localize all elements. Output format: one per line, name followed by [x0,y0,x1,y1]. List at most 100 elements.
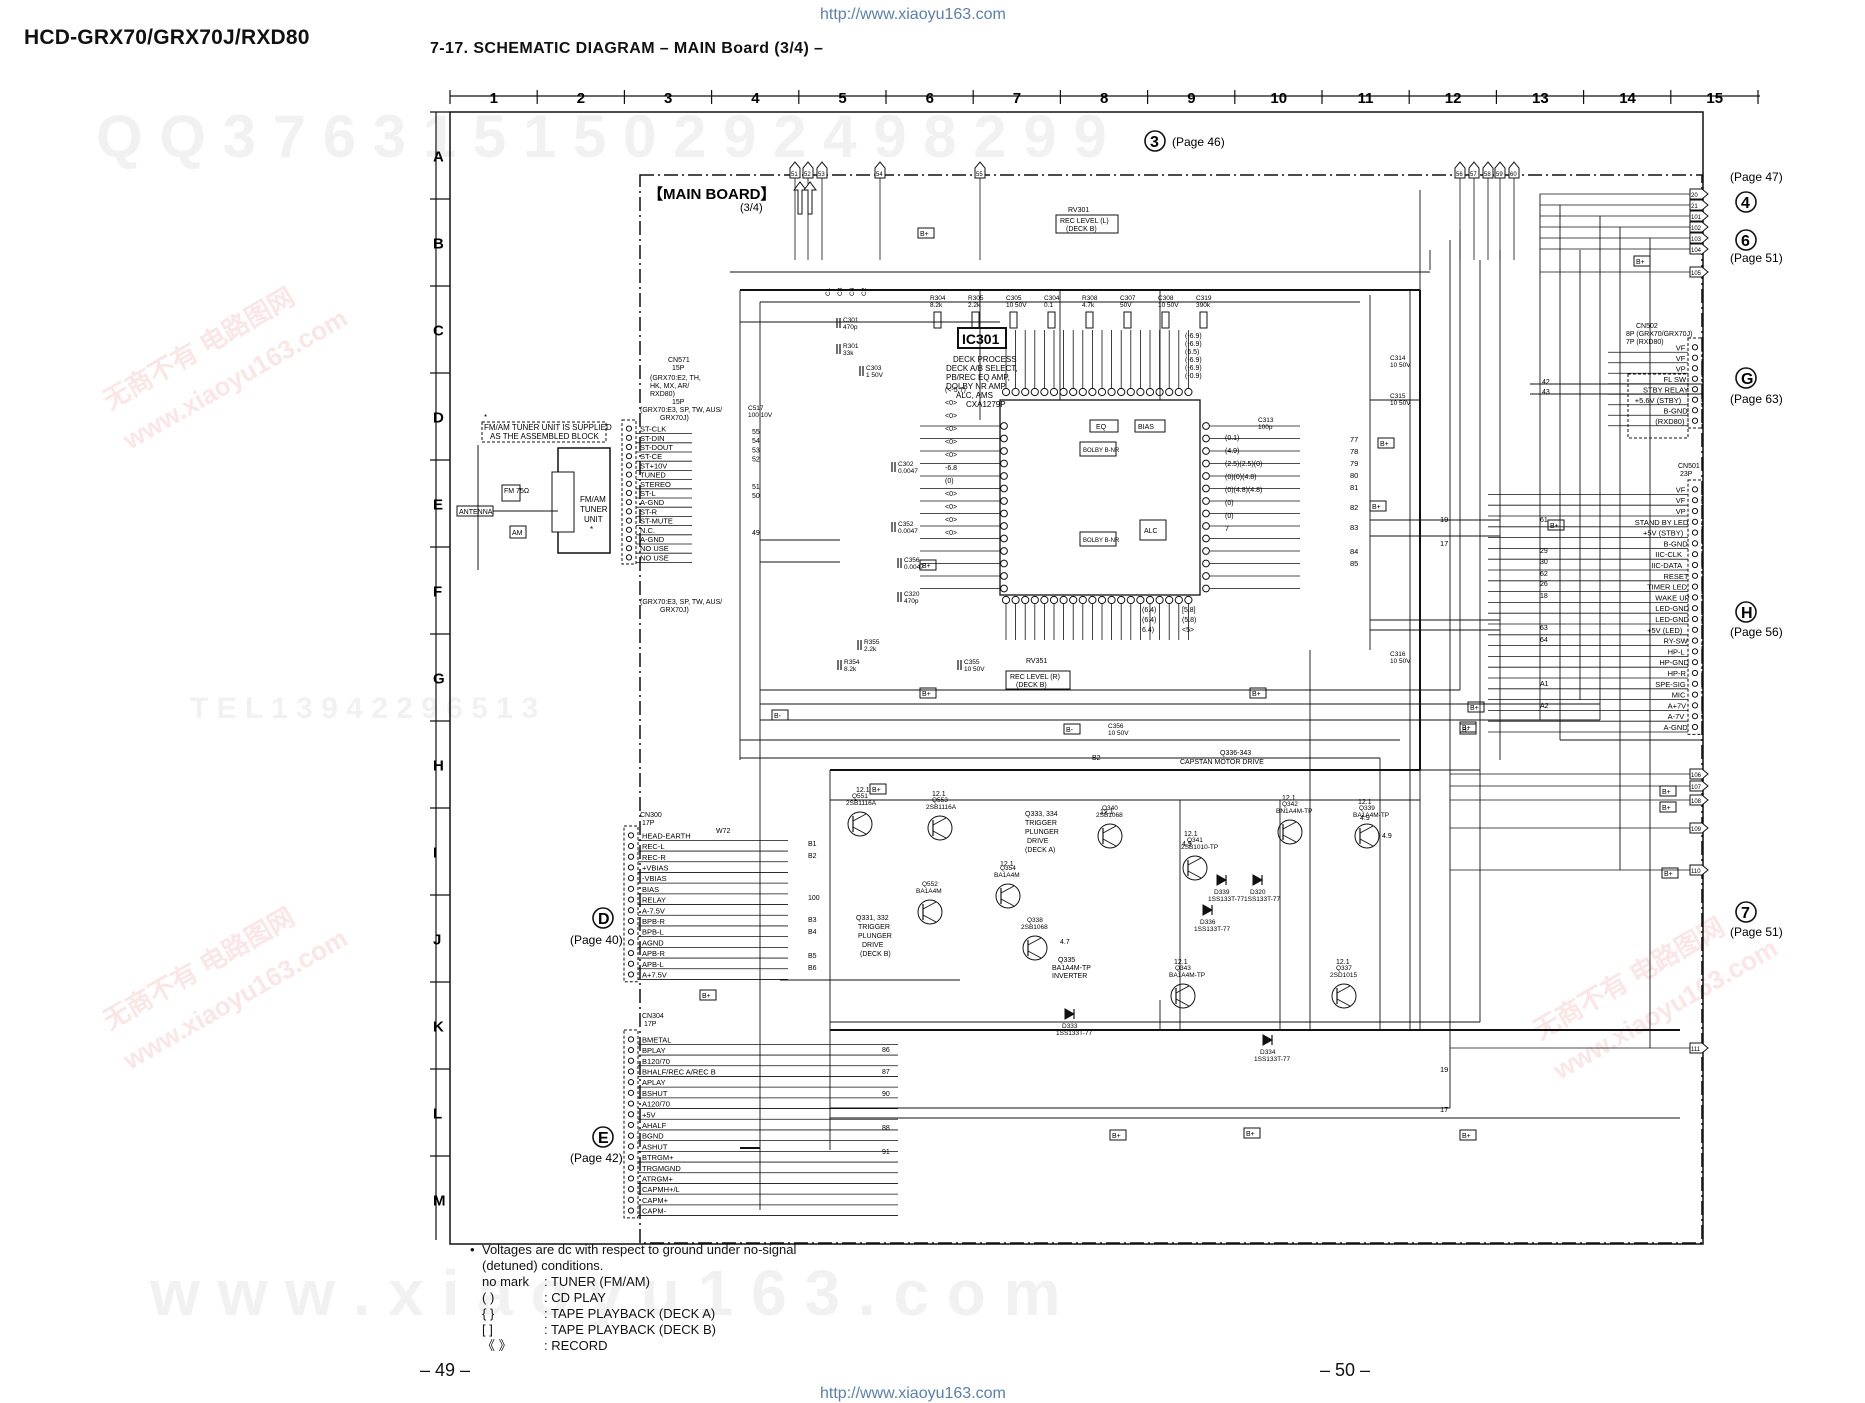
page-ref-number: 6 [1741,233,1750,250]
capacitor-ref: C517 [748,405,764,412]
grid-row-label: F [433,584,442,601]
ic-pin [1136,387,1145,397]
cn571-variant: GRX70J) [660,607,689,614]
connector-signal: RELAY [642,896,666,905]
wire [932,830,947,839]
voltage-marker: 12.1 [1282,795,1296,802]
ic-pin [1021,595,1030,605]
page-number-left: – 49 – [420,1360,471,1380]
ic-pin [1078,387,1087,397]
ic-pin [1145,595,1155,605]
ic301-func-2: PB/REC EQ AMP, [946,373,1010,382]
cn501-wire-num: 29 [1540,548,1548,555]
grid-column-label: 7 [1013,90,1021,107]
connector-signal: TIMER LED [1647,583,1688,592]
ic-pin [1001,387,1011,397]
ic-pin [1202,422,1210,430]
connector-signal: +5V (STBY) [1643,529,1684,538]
connector-pin [1691,354,1699,361]
cn501-wire-num: 64 [1540,637,1548,644]
wire-number: 84 [1350,547,1358,556]
link-number: 58 [1484,172,1491,178]
resistor-value: 10 50V [1158,302,1179,309]
ic301-part: CXA1279P [966,400,1006,409]
transistor-symbol [1277,819,1303,845]
capacitor-value: 470p [843,324,858,331]
capacitor-value: 10 50V [964,666,985,673]
connector-signal: ASHUT [642,1142,668,1151]
link-arrow [789,161,801,179]
link-number: 102 [1691,226,1702,232]
cn571-ref: CN571 [668,357,690,364]
connector-pin [625,462,633,469]
ic-pin [1117,595,1126,605]
capacitor-value: 0.0047 [904,564,924,571]
resistor-symbol [1047,311,1056,329]
ic-pin [1000,572,1008,580]
page-ref-circle [1144,130,1166,152]
source-url-bottom[interactable]: http://www.xiaoyu163.com [820,1385,1006,1402]
connector-signal: A+7V [1668,701,1687,710]
transistor-symbol [1022,935,1048,961]
inverter-0: Q335 [1058,957,1075,964]
connector-pin [1691,407,1699,414]
connector-signal: STBY RELAY [1643,385,1689,394]
connector-pin [627,1068,635,1075]
transistor-part: BA1A4M-TP [1169,972,1205,979]
capacitor-value: 10 50V [1390,362,1411,369]
cn501-wire-num: 63 [1540,625,1548,632]
connector-pin [627,896,635,903]
cn300-wire-num: B5 [808,953,817,960]
link-number: 59 [1496,172,1503,178]
link-arrow [1454,161,1466,179]
capacitor-ref: C314 [1390,355,1406,362]
bplus-box [869,783,887,795]
transistor-symbol [995,883,1021,909]
ic-pin [1000,434,1008,443]
bminus-box [1063,723,1081,735]
resistor-value: 4.7k [1082,302,1095,309]
connector-pin [627,1186,635,1193]
tuner-unit-2: UNIT [584,515,603,524]
bplus-box [917,227,935,239]
connector-pin [1691,702,1699,709]
connector-pin [1691,375,1699,382]
ic-voltage-left: <0> [945,491,957,498]
plunger-a-0: Q333, 334 [1025,811,1058,818]
source-url-top[interactable]: http://www.xiaoyu163.com [820,6,1006,23]
page-ref-text: (Page 56) [1730,625,1783,639]
tuner-unit-1: TUNER [580,505,608,514]
rv351: RV351 REC LEVEL (R) (DECK B) [1005,658,1071,690]
bplus-box [1633,255,1651,267]
connector-pin [1691,561,1699,569]
connector-shell [1687,479,1703,735]
connector-signal: BMETAL [642,1035,671,1044]
ic-pin [1049,387,1059,397]
bplus-label: B+ [1664,871,1673,878]
cn571-wire-num: 54 [752,438,760,445]
link-number: 55 [976,172,983,178]
main-board-sublabel: (3/4) [740,202,763,214]
link-number: 110 [1691,869,1701,875]
connector-signal: BGND [642,1132,664,1141]
connector-pin [627,1121,635,1129]
capacitor-col-label: C1 [825,287,832,296]
connector-cn300: HEAD-EARTHREC-LREC-R+VBIAS-VBIASBIASRELA… [623,812,820,983]
diode-part: 1SS133T-77 [1056,1030,1093,1037]
connector-pin [627,842,635,850]
ic-voltage-left: -6.8 [945,465,957,472]
connector-pin [1691,486,1699,493]
resistor-ref: R305 [968,295,984,302]
connector-signal: RY-SW [1664,637,1689,646]
bplus-box [1547,519,1565,531]
ic-voltage-bottom: (6.4) [1142,617,1156,624]
resistor-ref: C307 [1120,295,1136,302]
connector-pin [1691,417,1699,424]
capacitor-value: 100p [1258,424,1273,431]
transistor-ref: Q339 [1359,805,1375,812]
wire [1282,821,1297,830]
connector-pin [625,489,633,497]
connector-signal: VP [1676,364,1686,373]
